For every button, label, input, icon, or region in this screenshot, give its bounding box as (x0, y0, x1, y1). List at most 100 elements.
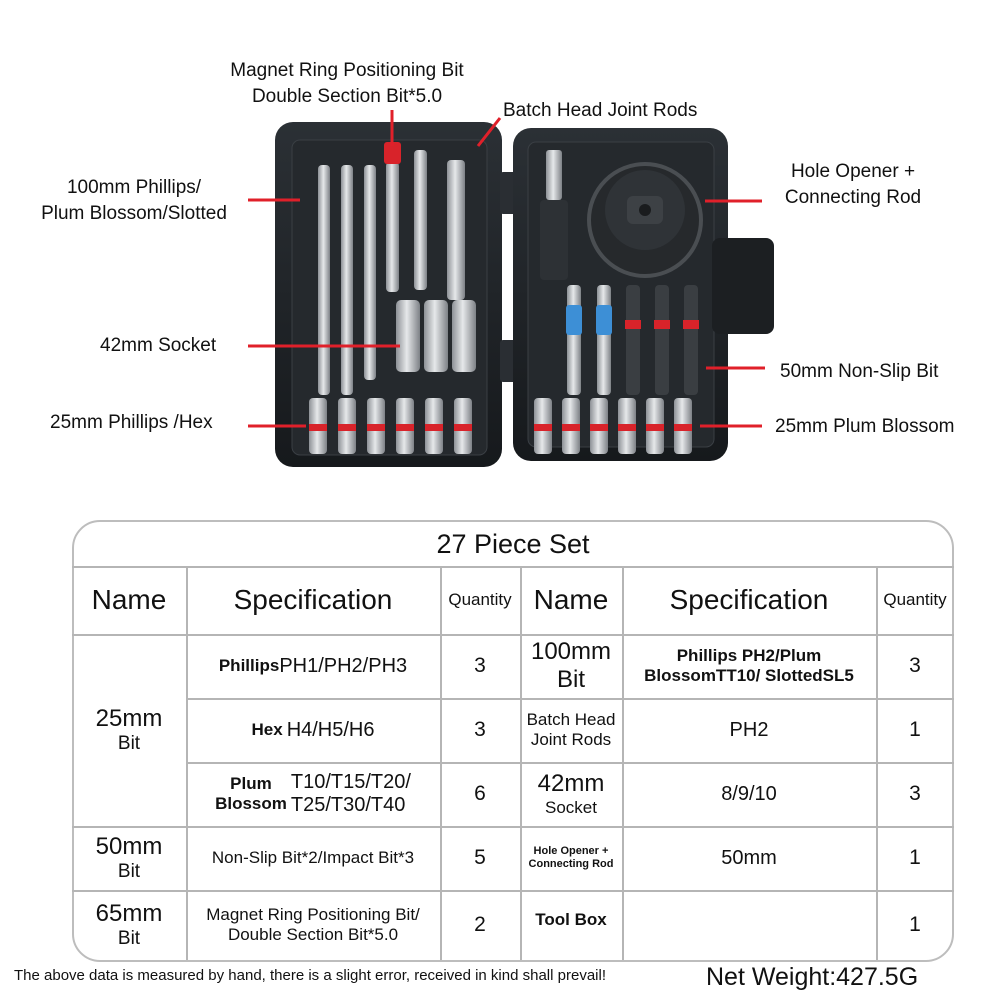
case-left-half (275, 122, 502, 467)
header-specification: Specification (233, 583, 393, 615)
callout-100mm-phillips: 100mm Phillips/ Plum Blossom/Slotted (20, 175, 248, 227)
row-100mm-bit-name: 100mm Bit (520, 634, 622, 698)
name-size: 65mm (95, 900, 163, 928)
spec-plum-blossom: Plum Blossom T10/T15/T20/ T25/T30/T40 (186, 762, 440, 826)
spec-value: PH1/PH2/PH3 (279, 654, 408, 677)
row-batch-head-name: Batch Head Joint Rods (520, 698, 622, 762)
row-divider (72, 890, 954, 892)
name-size: 50mm (95, 833, 163, 861)
spec-65mm-bit: Magnet Ring Positioning Bit/ Double Sect… (186, 890, 440, 960)
product-photo: Magnet Ring Positioning Bit Double Secti… (20, 58, 955, 467)
name-type: Bit (117, 860, 141, 882)
row-divider (520, 698, 954, 700)
row-tool-box-name: Tool Box (535, 910, 607, 930)
non-slip-bits-50mm (566, 285, 699, 395)
row-25mm-bit-name: 25mm Bit (72, 634, 186, 826)
header-name-2: Name (533, 583, 609, 615)
row-divider (186, 698, 520, 700)
qty-100mm-bit: 3 (909, 653, 921, 677)
table-title: 27 Piece Set (436, 529, 590, 559)
callout-42mm-socket: 42mm Socket (100, 335, 217, 356)
spec-label-line: Plum (230, 774, 272, 794)
net-weight: Net Weight:427.5G (706, 963, 919, 991)
spec-table-card (72, 520, 954, 962)
qty-batch-head: 1 (909, 717, 921, 741)
header-quantity-2: Quantity (883, 590, 947, 610)
col-divider (440, 566, 442, 960)
spec-value-line: Phillips PH2/Plum (676, 646, 822, 666)
col-divider (186, 566, 188, 960)
hole-opener (587, 162, 703, 278)
name-type: Bit (117, 927, 141, 949)
header-quantity: Quantity (448, 590, 512, 610)
spec-value: H4/H5/H6 (286, 718, 375, 741)
spec-42mm-socket: 8/9/10 (721, 782, 777, 805)
double-section-bits (384, 142, 427, 292)
connecting-rod (540, 150, 568, 280)
name-line: Hole Opener + (533, 844, 609, 857)
qty-plum-blossom: 6 (474, 781, 486, 805)
spec-label-line: Blossom (215, 794, 287, 813)
row-divider (72, 566, 954, 568)
spec-hole-opener: 50mm (721, 846, 777, 869)
qty-hole-opener: 1 (909, 845, 921, 869)
name-size: 25mm (95, 705, 163, 733)
name-size: 42mm (537, 770, 605, 798)
name-type: Bit (117, 732, 141, 754)
qty-65mm-bit: 2 (474, 912, 486, 936)
qty-42mm-socket: 3 (909, 781, 921, 805)
callout-batch-head: Batch Head Joint Rods (503, 100, 698, 121)
name-type: Socket (545, 798, 597, 818)
row-hole-opener-name: Hole Opener + Connecting Rod (520, 826, 622, 890)
callout-25mm-phillips-hex: 25mm Phillips /Hex (50, 412, 213, 433)
spec-50mm-bit: Non-Slip Bit*2/Impact Bit*3 (211, 848, 415, 868)
row-42mm-socket-name: 42mm Socket (520, 762, 622, 826)
callout-magnet-ring: Magnet Ring Positioning Bit Double Secti… (197, 58, 497, 110)
name-type: Bit (556, 666, 585, 693)
header-specification-2: Specification (669, 583, 829, 615)
callout-line: Hole Opener + (790, 161, 916, 182)
callout-line: Magnet Ring Positioning Bit (230, 60, 464, 81)
callout-line: Plum Blossom/Slotted (41, 203, 227, 224)
spec-tool-box (622, 890, 876, 960)
short-bits-right (534, 398, 692, 454)
spec-batch-head: PH2 (729, 718, 769, 741)
spec-value-line: Magnet Ring Positioning Bit/ (206, 905, 420, 925)
col-divider (622, 566, 624, 960)
callout-line: Double Section Bit*5.0 (251, 86, 443, 107)
qty-50mm-bit: 5 (474, 845, 486, 869)
joint-rod (447, 160, 465, 300)
row-65mm-bit-name: 65mm Bit (72, 890, 186, 960)
name-line: Batch Head (526, 710, 616, 730)
callout-hole-opener: Hole Opener + Connecting Rod (766, 159, 940, 211)
row-50mm-bit-name: 50mm Bit (72, 826, 186, 890)
sockets-42mm (396, 300, 476, 372)
measurement-disclaimer: The above data is measured by hand, ther… (14, 967, 606, 984)
col-divider (876, 566, 878, 960)
spec-100mm-bit: Phillips PH2/Plum BlossomTT10/ SlottedSL… (622, 634, 876, 698)
spec-label: Hex (251, 720, 283, 740)
row-divider (72, 634, 954, 636)
name-line: Connecting Rod (528, 858, 614, 870)
name-size: 100mm (530, 638, 612, 666)
qty-hex: 3 (474, 717, 486, 741)
name-line: Joint Rods (530, 730, 612, 749)
qty-phillips: 3 (474, 653, 486, 677)
callout-pointers (248, 110, 765, 428)
short-bits-left (309, 398, 472, 454)
spec-value: T10/T15/T20/ T25/T30/T40 (291, 771, 411, 817)
spec-phillips: Phillips PH1/PH2/PH3 (186, 634, 440, 698)
qty-tool-box: 1 (909, 912, 921, 936)
spec-value-line: BlossomTT10/ SlottedSL5 (644, 666, 854, 685)
spec-value-line: T25/T30/T40 (290, 794, 406, 816)
spec-hex: Hex H4/H5/H6 (186, 698, 440, 762)
spec-table: Name Specification Quantity Name Specifi… (72, 566, 954, 960)
spec-label: Plum Blossom (215, 774, 287, 813)
callout-50mm-non-slip: 50mm Non-Slip Bit (780, 361, 939, 382)
callout-line: Connecting Rod (784, 187, 922, 208)
callout-line: 100mm Phillips/ (66, 177, 202, 198)
callout-25mm-plum-blossom: 25mm Plum Blossom (775, 416, 955, 437)
spec-label: Phillips (218, 656, 280, 676)
long-bits-100mm (318, 165, 376, 395)
row-divider (72, 826, 954, 828)
